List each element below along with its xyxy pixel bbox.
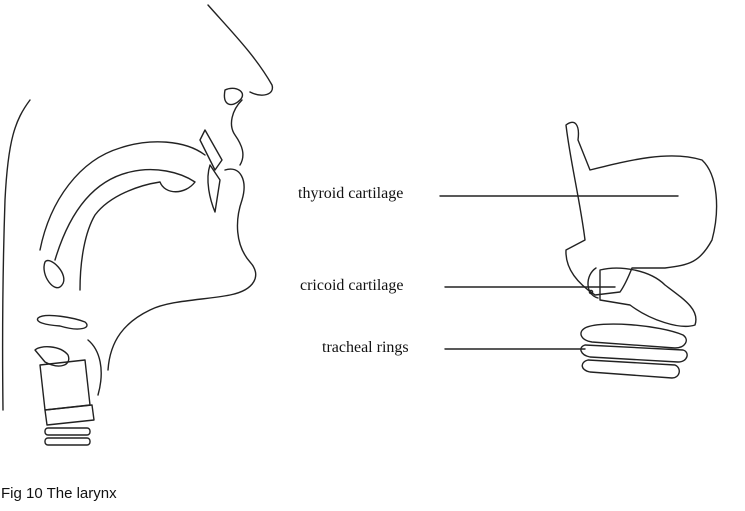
thyroid-cartilage-label: thyroid cartilage: [298, 185, 404, 202]
head-profile-sagittal: [1, 4, 274, 446]
tracheal-rings-label: tracheal rings: [322, 339, 409, 356]
larynx-cartilages: [565, 121, 718, 379]
cricoid-cartilage-label: cricoid cartilage: [300, 277, 404, 294]
figure-caption: Fig 10 The larynx: [1, 485, 117, 502]
